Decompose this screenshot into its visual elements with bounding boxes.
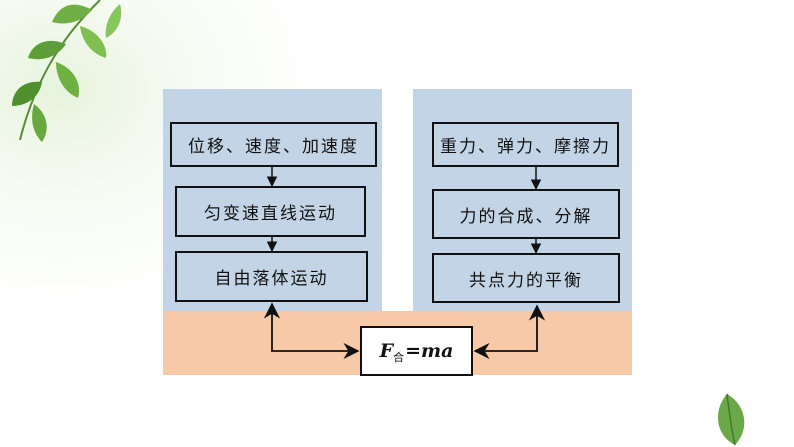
box-label: 共点力的平衡 xyxy=(469,270,583,291)
concept-box-free-fall: 自由落体运动 xyxy=(175,251,368,302)
box-label: 位移、速度、加速度 xyxy=(188,137,359,157)
concept-box-force-composition-decomposition: 力的合成、分解 xyxy=(432,189,620,239)
concept-box-gravity-elastic-friction: 重力、弹力、摩擦力 xyxy=(432,122,619,167)
concept-box-concurrent-force-equilibrium: 共点力的平衡 xyxy=(432,253,620,303)
box-label: 重力、弹力、摩擦力 xyxy=(440,137,611,157)
formula-rest: =ma xyxy=(405,340,454,362)
concept-box-displacement-velocity-acceleration: 位移、速度、加速度 xyxy=(170,122,377,167)
leaf-icon xyxy=(717,393,745,446)
box-label: 力的合成、分解 xyxy=(459,206,593,227)
box-label: 自由落体运动 xyxy=(214,269,329,289)
leaf-branch-icon xyxy=(12,0,122,142)
formula-symbol: F xyxy=(379,340,394,362)
concept-box-uniform-acceleration-motion: 匀变速直线运动 xyxy=(175,186,366,237)
formula-subscript: 合 xyxy=(393,351,405,364)
box-label: 匀变速直线运动 xyxy=(204,204,337,224)
